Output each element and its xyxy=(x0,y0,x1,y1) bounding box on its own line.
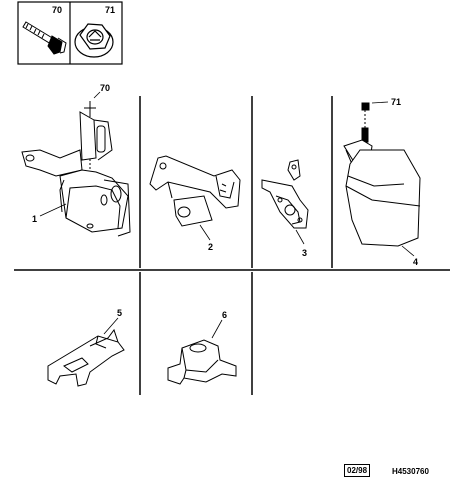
legend-bolt-label: 70 xyxy=(52,5,62,15)
bolt-icon xyxy=(22,21,67,55)
revision-date: 02/98 xyxy=(344,464,371,477)
panel-grid xyxy=(14,96,450,395)
reference-code: H4530760 xyxy=(392,467,429,476)
part-4-shield xyxy=(343,102,421,247)
part-2-bracket xyxy=(149,155,241,227)
fastener-legend-box: 70 71 xyxy=(17,1,123,65)
legend-nut-label: 71 xyxy=(105,5,115,15)
part-3-plate xyxy=(261,159,309,229)
flange-nut-icon xyxy=(74,23,114,58)
part-1-bracket xyxy=(21,101,131,237)
callout-3: 3 xyxy=(302,248,307,258)
callout-71: 71 xyxy=(391,97,401,107)
callout-70: 70 xyxy=(100,83,110,93)
callout-6: 6 xyxy=(222,310,227,320)
callout-1: 1 xyxy=(32,214,37,224)
callout-4: 4 xyxy=(413,257,418,267)
leader-lines xyxy=(93,91,389,104)
callout-2: 2 xyxy=(208,242,213,252)
part-5-clip xyxy=(47,328,125,387)
part-6-saddle xyxy=(167,339,237,385)
callout-5: 5 xyxy=(117,308,122,318)
